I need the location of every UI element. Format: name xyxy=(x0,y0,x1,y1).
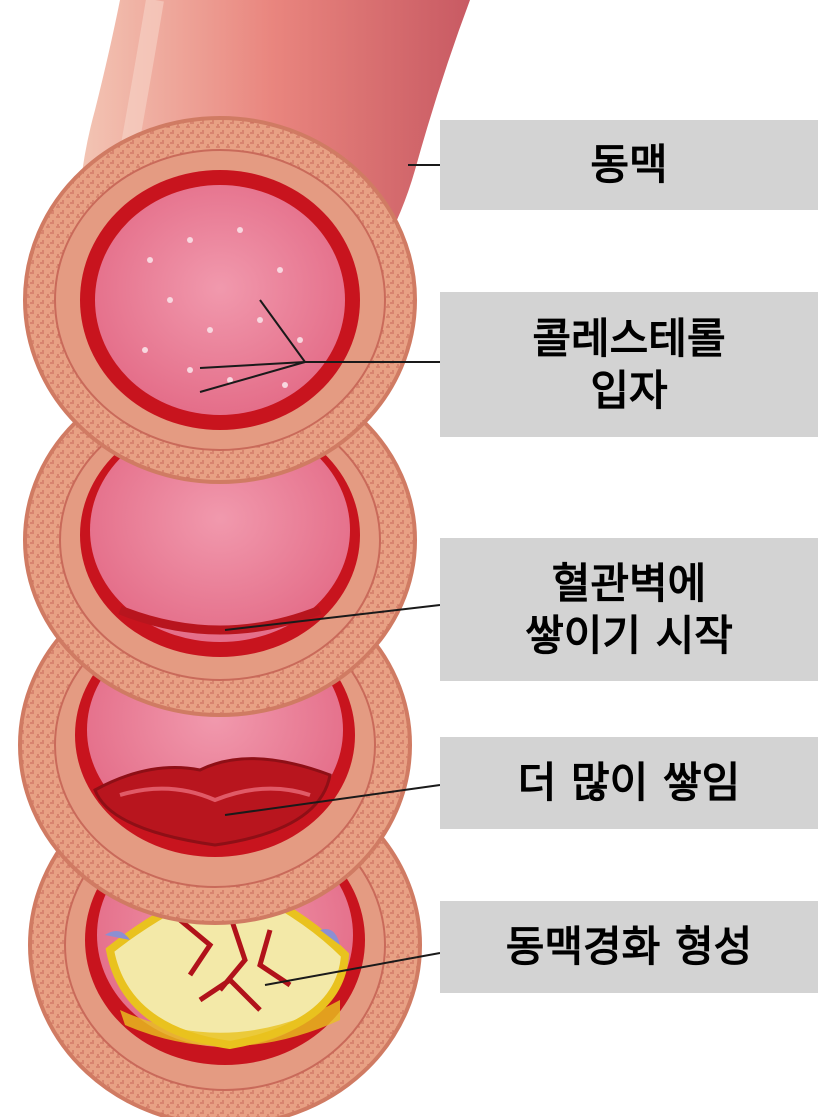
label-atherosclerosis: 동맥경화 형성 xyxy=(440,901,818,993)
label-more-accumulation-line-1: 더 많이 쌓임 xyxy=(518,757,740,808)
label-cholesterol-text: 콜레스테롤 입자 xyxy=(532,313,725,415)
label-cholesterol-line-2: 입자 xyxy=(532,365,725,416)
label-wall-accumulation-text: 혈관벽에 쌓이기 시작 xyxy=(525,558,733,660)
label-artery-line-1: 동맥 xyxy=(590,139,667,190)
label-atherosclerosis-line-1: 동맥경화 형성 xyxy=(506,921,752,972)
label-wall-accumulation: 혈관벽에 쌓이기 시작 xyxy=(440,538,818,681)
label-artery-text: 동맥 xyxy=(590,139,667,190)
label-more-accumulation: 더 많이 쌓임 xyxy=(440,737,818,829)
label-cholesterol: 콜레스테롤 입자 xyxy=(440,292,818,437)
label-atherosclerosis-text: 동맥경화 형성 xyxy=(506,921,752,972)
label-wall-accumulation-line-2: 쌓이기 시작 xyxy=(525,610,733,661)
label-artery: 동맥 xyxy=(440,120,818,210)
label-more-accumulation-text: 더 많이 쌓임 xyxy=(518,757,740,808)
cross-section-cholesterol xyxy=(25,118,415,482)
label-cholesterol-line-1: 콜레스테롤 xyxy=(532,313,725,364)
label-wall-accumulation-line-1: 혈관벽에 xyxy=(525,558,733,609)
